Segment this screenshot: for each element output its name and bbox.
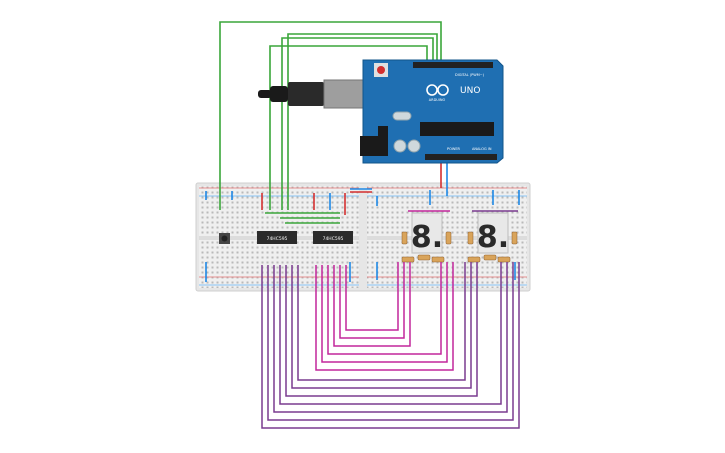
chip-74hc595-left: 74HC595 xyxy=(257,231,297,244)
digital-label: DIGITAL (PWM~) xyxy=(455,73,485,77)
board-model-label: UNO xyxy=(460,86,480,96)
arduino-logo: UNO ARDUINO xyxy=(426,84,480,102)
brand-label: ARDUINO xyxy=(429,98,446,102)
atmega-chip xyxy=(420,122,494,136)
display-2-digit: 8. xyxy=(477,220,509,255)
digital-header xyxy=(413,62,493,68)
green-wires xyxy=(219,21,442,210)
power-label: POWER xyxy=(447,147,461,151)
display-1-digit: 8. xyxy=(411,220,443,255)
analog-label: ANALOG IN xyxy=(472,147,492,151)
chip-right-label: 74HC595 xyxy=(323,236,344,242)
resistors xyxy=(401,231,518,263)
power-wires xyxy=(440,160,448,196)
chip-left-label: 74HC595 xyxy=(267,236,288,242)
push-button[interactable] xyxy=(219,233,230,244)
breadboard-jumpers xyxy=(205,188,520,282)
magenta-wires xyxy=(315,262,454,371)
arduino-board xyxy=(362,59,504,164)
usb-cable xyxy=(258,90,272,98)
power-jack xyxy=(360,136,388,156)
power-analog-header xyxy=(425,154,497,160)
seven-segment-display-1: 8. xyxy=(411,212,443,255)
seven-segment-display-2: 8. xyxy=(477,212,509,255)
arduino-uno: UNO ARDUINO DIGITAL (PWM~) POWER ANALOG … xyxy=(258,59,504,164)
chip-74hc595-right: 74HC595 xyxy=(313,231,353,244)
reset-button[interactable] xyxy=(377,66,385,74)
purple-wires xyxy=(261,262,520,429)
